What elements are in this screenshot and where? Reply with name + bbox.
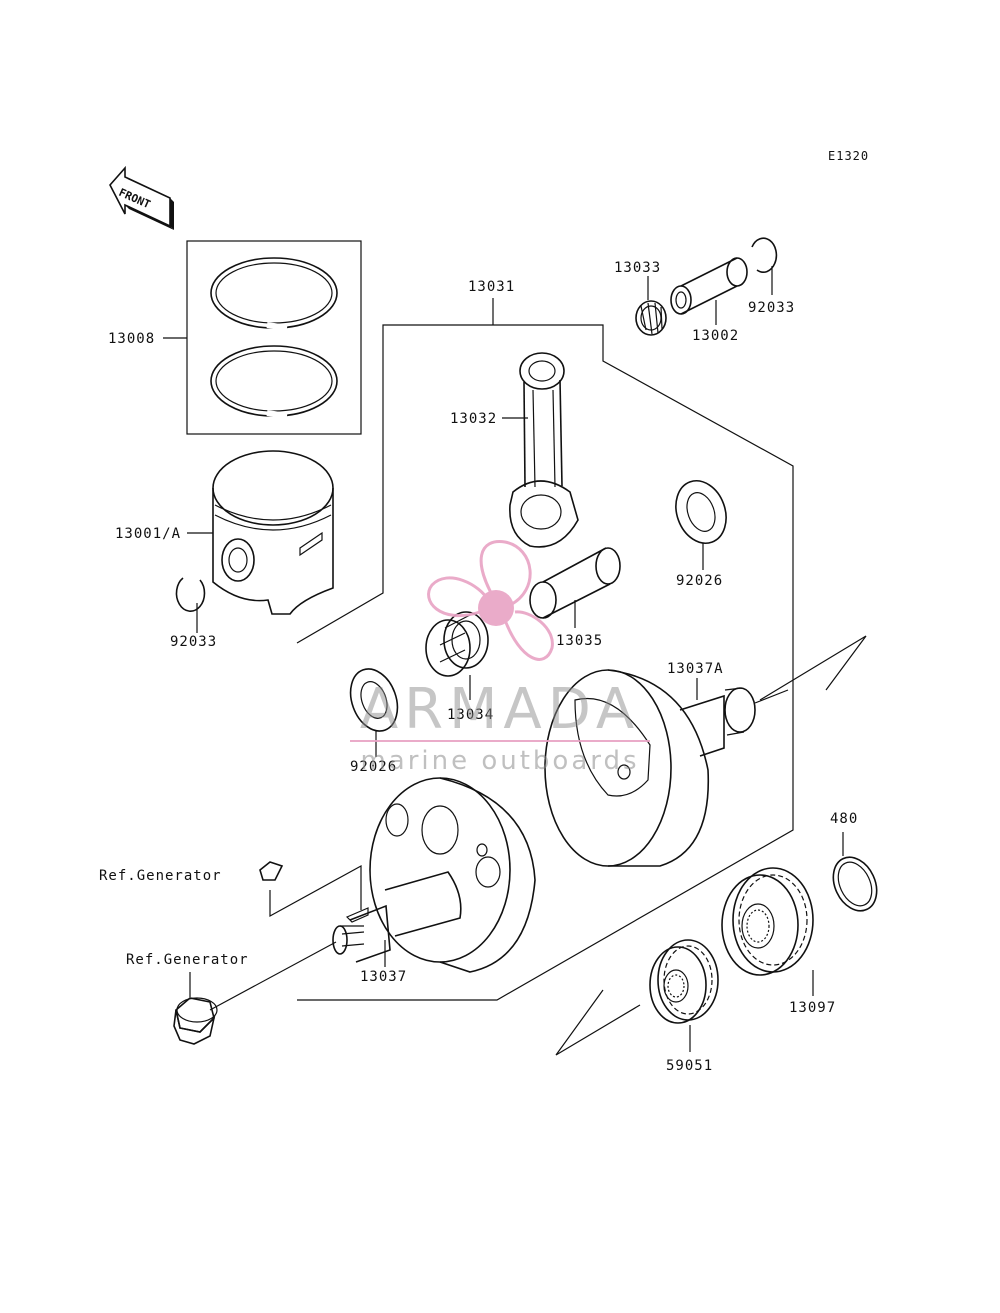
ref-generator-label-1: Ref.Generator: [99, 868, 222, 884]
circlip-480: [832, 856, 878, 912]
part-label-13008: 13008: [108, 331, 155, 347]
big-end-bearing: [425, 611, 489, 677]
piston-rings: [186, 240, 362, 435]
crank-nut: [173, 997, 218, 1045]
piston: [212, 450, 334, 615]
part-label-59051: 59051: [666, 1058, 713, 1074]
woodruff-key: [259, 861, 284, 881]
part-label-13037: 13037: [360, 969, 407, 985]
thrust-washer-right: [675, 480, 727, 544]
gear-59051: [649, 939, 719, 1024]
watermark-brand: ARMADA: [360, 677, 640, 742]
circlip-right: [751, 237, 778, 273]
part-label-13037a: 13037A: [667, 661, 724, 677]
part-label-13001a: 13001/A: [115, 526, 181, 542]
part-label-13097: 13097: [789, 1000, 836, 1016]
assembly-bracket: [296, 324, 794, 1001]
crankshaft-right: [544, 669, 789, 867]
piston-pin: [670, 257, 748, 315]
crankshaft-left: [332, 777, 536, 973]
diagram-code: E1320: [828, 149, 869, 163]
key-lead: [269, 864, 362, 918]
armada-watermark: ARMADA marine outboards: [350, 540, 650, 776]
crank-pin: [529, 547, 621, 619]
shaft-guide-left: [555, 989, 641, 1056]
part-label-13035: 13035: [556, 633, 603, 649]
part-label-92033-right: 92033: [748, 300, 795, 316]
connecting-rod: [509, 352, 579, 548]
circlip-left: [175, 577, 206, 612]
propeller-logo-icon: [427, 540, 554, 661]
part-label-13034: 13034: [447, 707, 494, 723]
part-label-13032: 13032: [450, 411, 497, 427]
front-arrow-icon: FRONT: [109, 165, 174, 230]
part-label-13033: 13033: [614, 260, 661, 276]
ref-generator-label-2: Ref.Generator: [126, 952, 249, 968]
small-end-bearing: [635, 300, 667, 336]
part-label-13002: 13002: [692, 328, 739, 344]
part-label-480: 480: [830, 811, 858, 827]
thrust-washer-left: [349, 668, 399, 732]
watermark-tagline: marine outboards: [360, 746, 639, 776]
part-label-92026-right: 92026: [676, 573, 723, 589]
part-label-13031: 13031: [468, 279, 515, 295]
gear-13097: [721, 867, 814, 976]
part-label-92033-left: 92033: [170, 634, 217, 650]
part-label-92026-left: 92026: [350, 759, 397, 775]
shaft-guide-right: [759, 635, 867, 701]
nut-axis-line: [209, 941, 337, 1011]
